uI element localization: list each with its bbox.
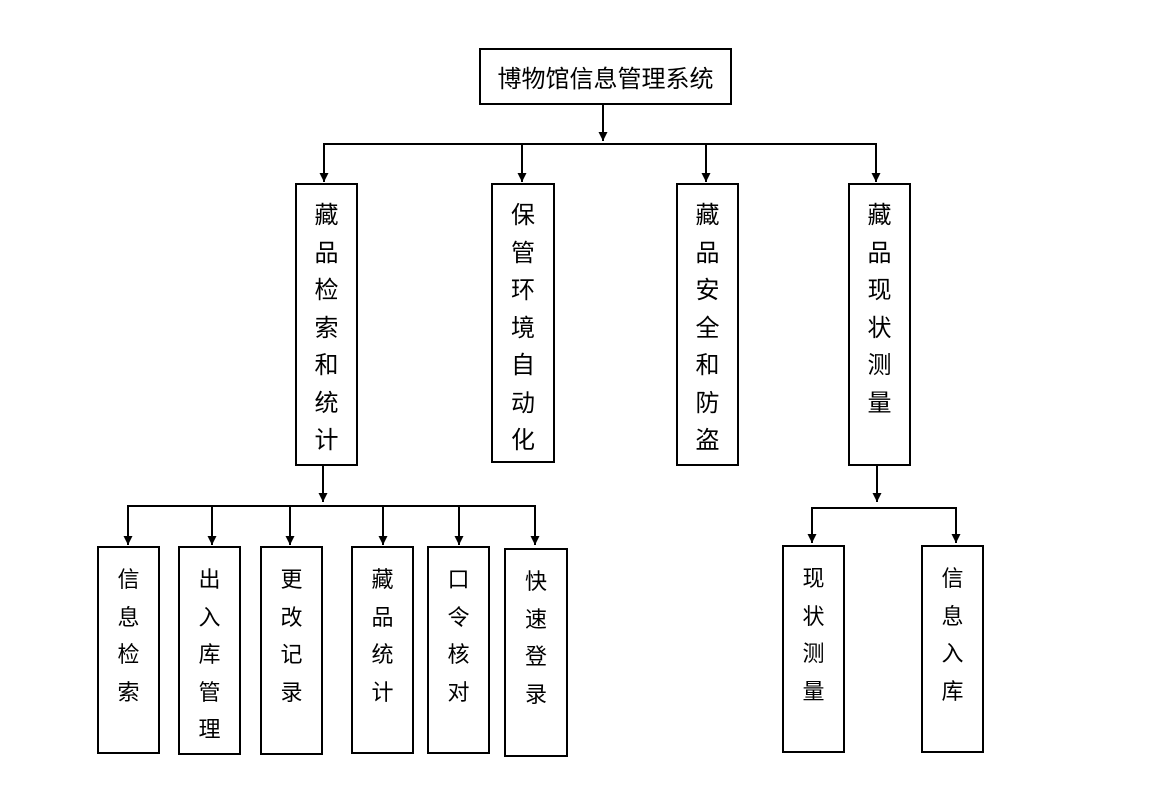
- root-node-label: 博物馆信息管理系统: [497, 65, 714, 93]
- node-password-check: 口令核对: [427, 546, 490, 754]
- node-label: 藏品统计: [371, 568, 394, 706]
- node-quick-login: 快速登录: [504, 548, 568, 757]
- node-inout-management: 出入库管理: [178, 546, 241, 755]
- node-label: 保管环境自动化: [511, 201, 535, 454]
- node-label: 信息检索: [117, 568, 140, 706]
- node-label: 现状测量: [802, 567, 825, 705]
- node-label: 藏品安全和防盗: [695, 201, 720, 454]
- node-change-record: 更改记录: [260, 546, 323, 755]
- node-label: 更改记录: [280, 568, 303, 706]
- node-security-antitheft: 藏品安全和防盗: [676, 183, 739, 466]
- node-info-search: 信息检索: [97, 546, 160, 754]
- node-collection-search-stats: 藏品检索和统计: [295, 183, 358, 466]
- node-status-measure-leaf: 现状测量: [782, 545, 845, 753]
- node-info-storage: 信息入库: [921, 545, 984, 753]
- node-label: 藏品检索和统计: [314, 201, 339, 454]
- root-node-box: 博物馆信息管理系统: [479, 48, 732, 105]
- node-label: 出入库管理: [198, 568, 221, 743]
- node-label: 信息入库: [941, 567, 964, 705]
- node-label: 藏品现状测量: [867, 201, 892, 417]
- node-status-measurement: 藏品现状测量: [848, 183, 911, 466]
- node-environment-automation: 保管环境自动化: [491, 183, 555, 463]
- node-collection-stats: 藏品统计: [351, 546, 414, 754]
- node-label: 快速登录: [524, 570, 547, 708]
- node-label: 口令核对: [447, 568, 470, 706]
